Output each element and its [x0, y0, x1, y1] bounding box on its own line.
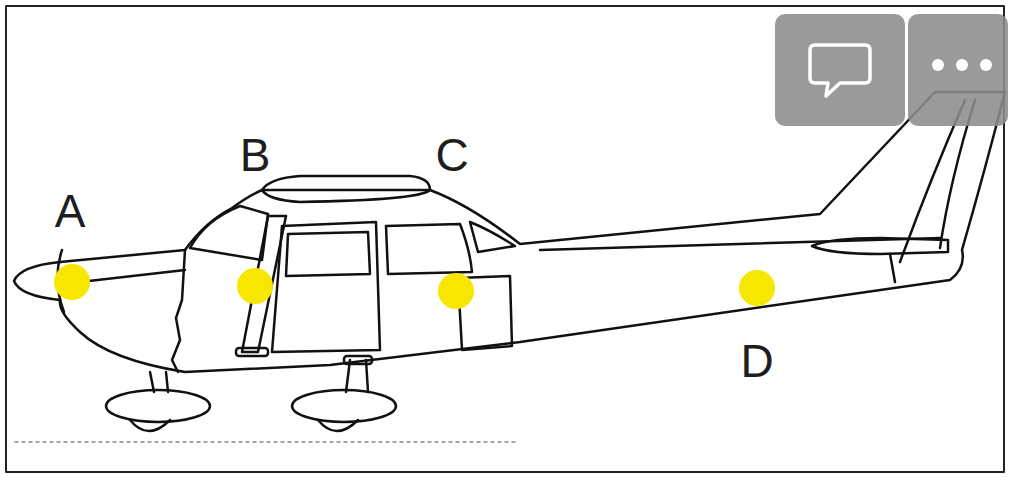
- main-wheel-fairing: [292, 390, 396, 422]
- more-dot: [980, 59, 992, 71]
- point-label: A: [55, 188, 86, 234]
- gear-mount: [344, 356, 372, 364]
- horizontal-stabilizer: [812, 238, 948, 254]
- main-tire: [318, 420, 358, 431]
- cowling-line: [80, 270, 185, 282]
- rear-window: [386, 224, 472, 274]
- more-dot: [956, 59, 968, 71]
- nose-tire: [130, 420, 170, 431]
- fuselage-outline: [60, 92, 1005, 372]
- rear-side-window: [470, 222, 515, 252]
- front-window: [286, 232, 370, 276]
- comment-icon: [810, 45, 870, 96]
- canopy-window: [262, 176, 430, 202]
- strut-foot: [236, 348, 268, 356]
- tail-cone: [890, 254, 895, 282]
- more-button: [908, 14, 1008, 126]
- rudder-line: [940, 100, 975, 248]
- propeller-spinner: [14, 262, 60, 300]
- point-label: B: [240, 132, 271, 178]
- windshield: [190, 206, 268, 260]
- nose-wheel-fairing: [106, 390, 210, 422]
- tail-stripe: [540, 238, 940, 250]
- comment-button: [775, 14, 905, 126]
- ground-line: [15, 441, 515, 443]
- frame-border: [6, 6, 1004, 472]
- cabin-door: [272, 222, 380, 352]
- point-label: C: [435, 132, 468, 178]
- point-label: D: [740, 338, 773, 384]
- marker-dot: [438, 273, 474, 309]
- marker-dot: [237, 268, 273, 304]
- firewall-line: [172, 250, 185, 372]
- marker-dot: [739, 270, 775, 306]
- marker-dot: [54, 264, 90, 300]
- more-dot: [932, 59, 944, 71]
